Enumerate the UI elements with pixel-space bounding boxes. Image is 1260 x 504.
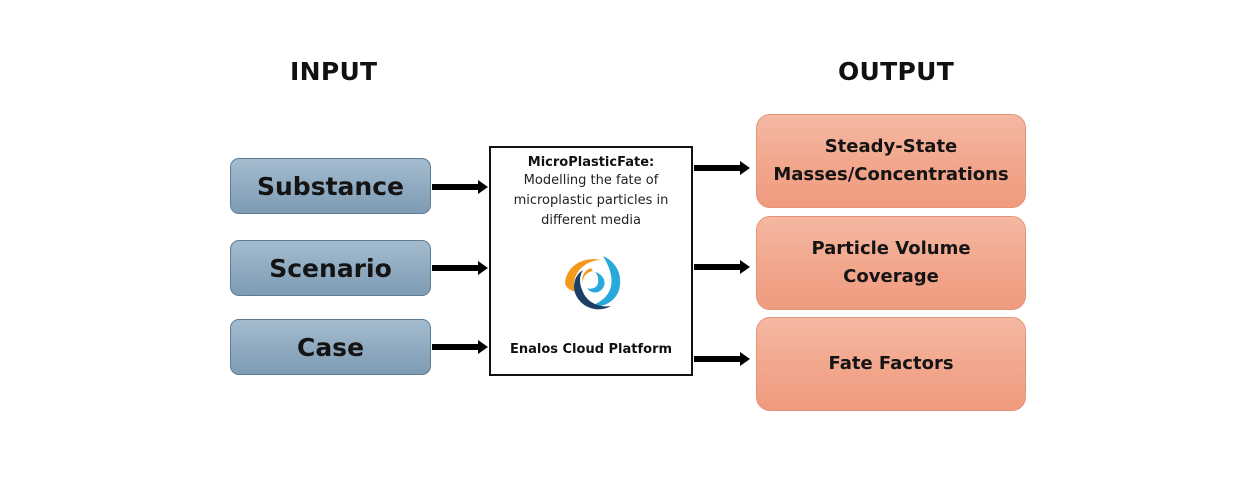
platform-label: Enalos Cloud Platform [509, 342, 673, 357]
model-box: MicroPlasticFate: Modelling the fate of … [489, 146, 693, 376]
output-line: Fate Factors [828, 353, 954, 374]
input-box-case: Case [230, 319, 431, 375]
logo-inner-orange [582, 268, 593, 282]
input-heading: INPUT [290, 57, 378, 86]
input-box-scenario: Scenario [230, 240, 431, 296]
logo-darkblue-arc [574, 270, 611, 310]
arrow-model-to-fate-factors [694, 352, 750, 366]
output-box-steady-state: Steady-State Masses/Concentrations [756, 114, 1026, 208]
arrow-substance-to-model [432, 180, 488, 194]
logo-inner-hook [587, 272, 605, 293]
arrow-model-to-particle-volume [694, 260, 750, 274]
output-box-particle-volume: Particle Volume Coverage [756, 216, 1026, 310]
output-line: Masses/Concentrations [773, 164, 1009, 185]
output-heading: OUTPUT [838, 57, 955, 86]
model-description-line: microplastic particles in [513, 193, 669, 208]
model-description: Modelling the fate of microplastic parti… [491, 171, 691, 231]
output-line: Coverage [843, 266, 939, 287]
enalos-swirl-logo-icon [565, 256, 621, 310]
model-description-line: different media [541, 213, 641, 228]
logo-orange-arc [565, 259, 601, 292]
arrow-case-to-model [432, 340, 488, 354]
arrow-model-to-steady-state [694, 161, 750, 175]
model-title: MicroPlasticFate: [527, 155, 655, 170]
output-line: Particle Volume [811, 238, 971, 259]
arrow-scenario-to-model [432, 261, 488, 275]
logo-lightblue-arc [591, 256, 621, 307]
model-description-line: Modelling the fate of [523, 173, 659, 188]
output-box-fate-factors: Fate Factors [756, 317, 1026, 411]
input-box-substance: Substance [230, 158, 431, 214]
output-line: Steady-State [824, 136, 958, 157]
